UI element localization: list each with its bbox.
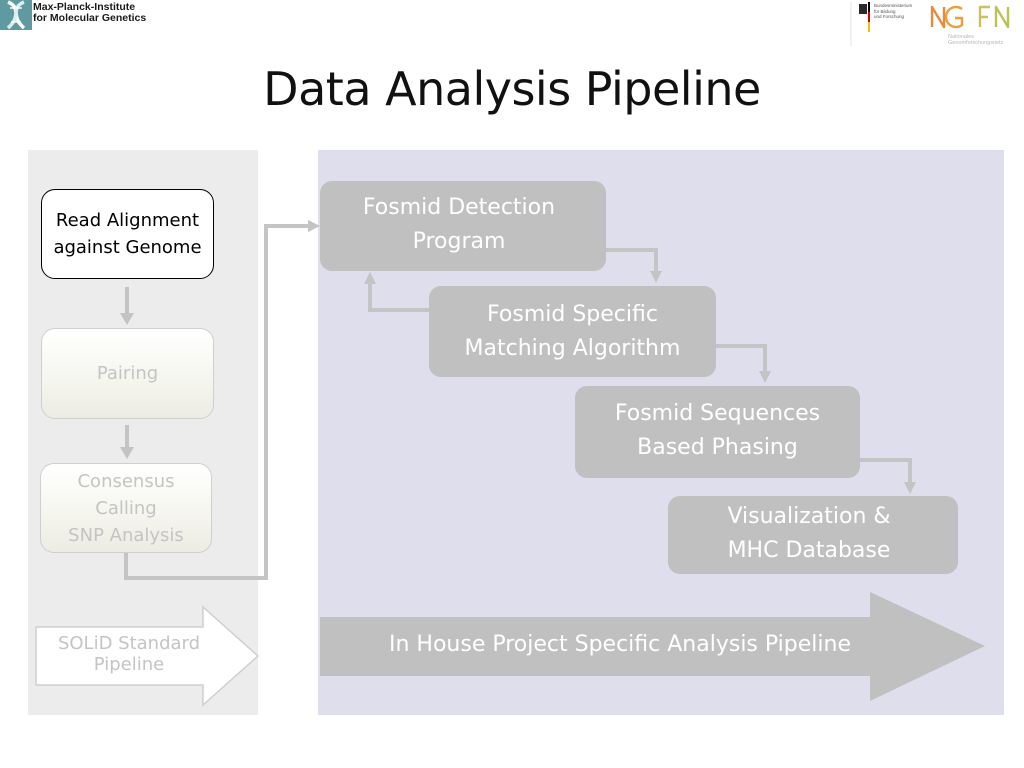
cascade-connector xyxy=(606,248,662,283)
ministry-name: Bundesministerium für Bildung und Forsch… xyxy=(874,3,912,20)
step-label-line: Fosmid Sequences xyxy=(614,401,821,426)
step-label-line: against Genome xyxy=(53,237,202,258)
step-label-line: Visualization & xyxy=(727,504,891,529)
read-alignment-step: Read Alignment against Genome xyxy=(41,189,214,279)
partner-logos xyxy=(850,2,1010,46)
ministry-line: und Forschung xyxy=(874,14,905,19)
arrow-label-line: Pipeline xyxy=(93,654,165,675)
step-label-line: SNP Analysis xyxy=(68,524,184,546)
fosmid-detection-step: Fosmid Detection Program xyxy=(320,181,606,271)
down-arrow-icon xyxy=(120,425,134,459)
in-house-pipeline-arrow xyxy=(320,592,985,701)
pairing-step: Pairing xyxy=(41,328,214,419)
arrow-label-line: SOLiD Standard xyxy=(57,633,201,654)
solid-pipeline-label: SOLiD Standard Pipeline xyxy=(36,633,222,675)
handoff-connector xyxy=(124,220,320,580)
consensus-step: Consensus Calling SNP Analysis xyxy=(40,463,212,553)
step-label-line: Consensus xyxy=(77,470,175,492)
step-label-line: MHC Database xyxy=(727,538,891,563)
fosmid-phasing-step: Fosmid Sequences Based Phasing xyxy=(575,386,860,478)
feedback-connector xyxy=(364,272,430,312)
ngfn-subtitle: Nationales Genomforschungsnetz xyxy=(948,34,1003,46)
institute-name-line2: for Molecular Genetics xyxy=(33,12,147,24)
ngfn-subtitle-line: Nationales xyxy=(948,34,974,40)
eagle-icon xyxy=(859,2,870,32)
step-label-line: Matching Algorithm xyxy=(464,335,681,361)
ministry-line: für Bildung xyxy=(874,8,896,14)
mpi-logo xyxy=(0,0,32,30)
step-label-line: Fosmid Detection xyxy=(362,195,556,220)
in-house-pipeline-label: In House Project Specific Analysis Pipel… xyxy=(389,632,851,657)
step-label-line: Based Phasing xyxy=(637,435,798,460)
institute-name-line1: Max-Planck-Institute xyxy=(33,1,136,13)
ministry-line: Bundesministerium xyxy=(874,3,913,8)
ngfn-subtitle-line: Genomforschungsnetz xyxy=(948,40,1004,46)
step-label-line: Read Alignment xyxy=(55,210,200,231)
step-label: Pairing xyxy=(96,363,159,384)
cascade-connector xyxy=(716,344,771,383)
institute-name: Max-Planck-Institute for Molecular Genet… xyxy=(33,2,146,24)
step-label-line: Calling xyxy=(95,497,157,519)
page-title: Data Analysis Pipeline xyxy=(263,62,761,116)
down-arrow-icon xyxy=(120,287,134,325)
visualization-step: Visualization & MHC Database xyxy=(668,496,958,574)
fosmid-matching-step: Fosmid Specific Matching Algorithm xyxy=(429,286,716,377)
step-label-line: Fosmid Specific xyxy=(487,301,658,327)
step-label-line: Program xyxy=(412,229,506,254)
ngfn-logo xyxy=(930,5,1010,29)
solid-pipeline-arrow xyxy=(35,605,260,707)
cascade-connector xyxy=(860,458,916,494)
